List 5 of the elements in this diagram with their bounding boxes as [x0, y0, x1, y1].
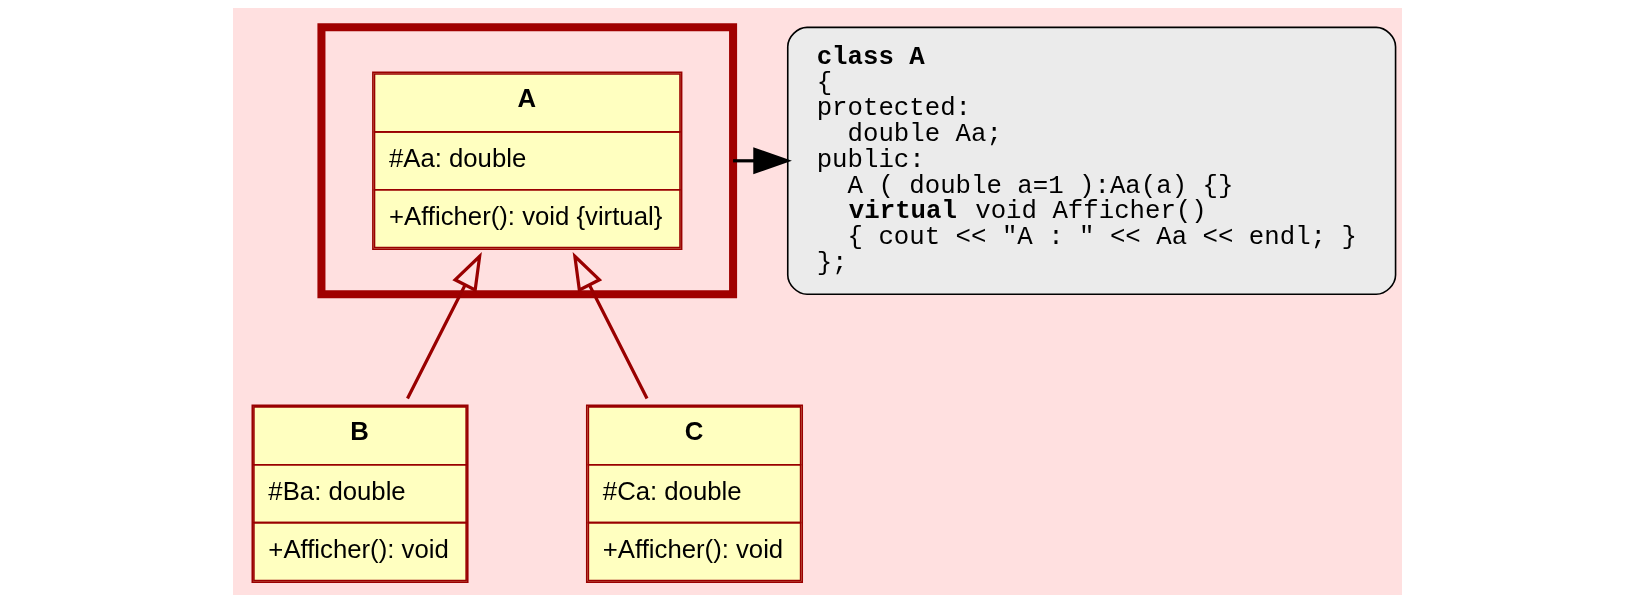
node-box: class A { protected: double Aa; public: A ( double a=1 ):Aa(a) {} virtual void Afficher() { cout << "A : " << Aa << endl; } }; — [786, 26, 1397, 296]
cluster — [317, 23, 738, 299]
arrow — [406, 251, 482, 400]
arrow — [733, 147, 792, 175]
arrow — [572, 251, 649, 400]
